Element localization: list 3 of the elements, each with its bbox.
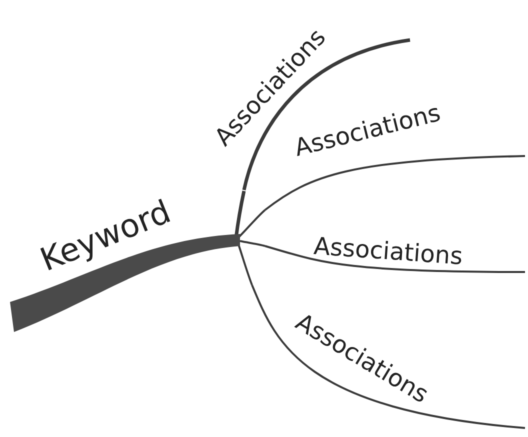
branch-line bbox=[237, 209, 266, 239]
association-label: Associations bbox=[313, 234, 464, 268]
branch-line bbox=[240, 240, 266, 247]
